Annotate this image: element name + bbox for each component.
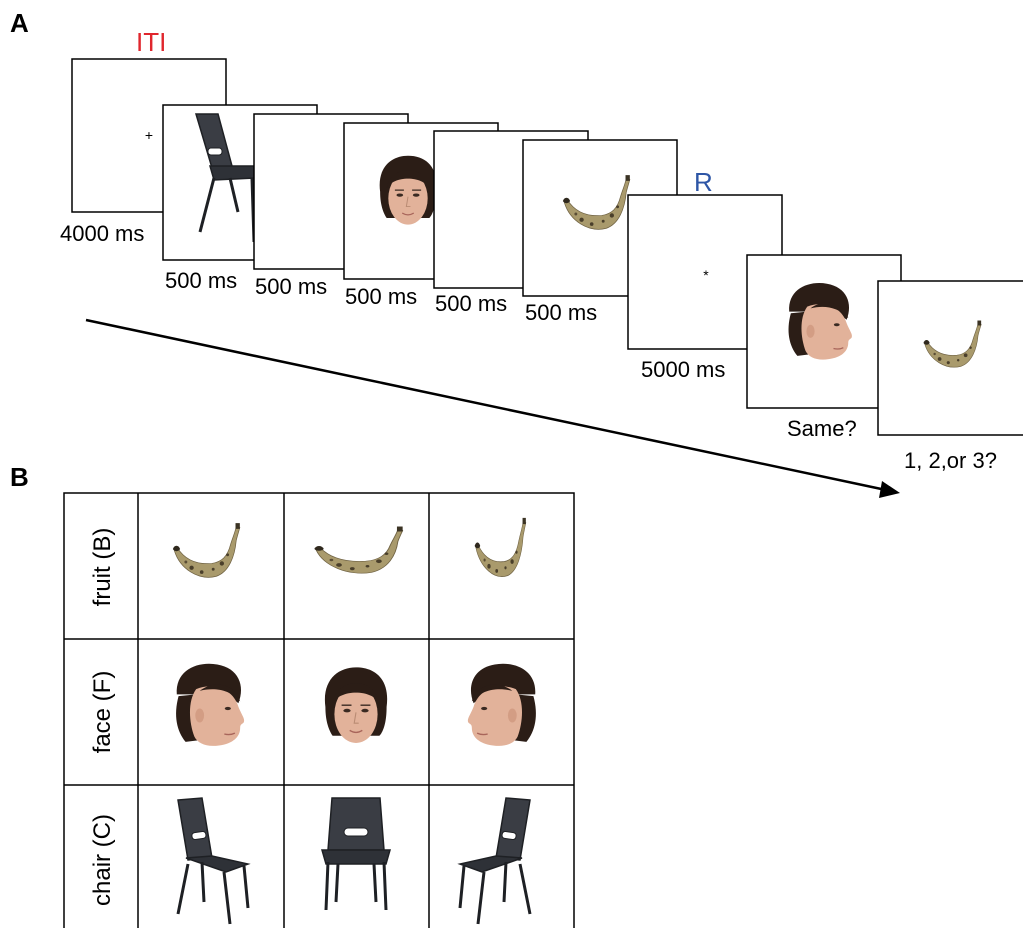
duration-label: 500 ms (165, 268, 237, 293)
face-icon (468, 664, 536, 746)
row-label-face: face (F) (89, 671, 116, 754)
face-icon (324, 666, 388, 744)
duration-label: 500 ms (345, 284, 417, 309)
frame-face-profile (746, 254, 902, 409)
panel-a-label: A (10, 8, 29, 38)
chair-icon (194, 113, 257, 243)
panel-b-label: B (10, 462, 29, 492)
duration-label: 500 ms (255, 274, 327, 299)
same-question: Same? (787, 416, 857, 441)
response-label: R (694, 167, 713, 197)
row-label-fruit: fruit (B) (89, 528, 116, 607)
face-icon (175, 663, 245, 747)
row-label-chair: chair (C) (89, 814, 116, 906)
duration-label: 5000 ms (641, 357, 725, 382)
time-arrow (85, 318, 900, 498)
duration-label: 4000 ms (60, 221, 144, 246)
response-asterisk: * (703, 267, 709, 283)
choice-question: 1, 2,or 3? (904, 448, 997, 473)
iti-label: ITI (136, 27, 166, 57)
frame-banana-choice (877, 280, 1023, 436)
face-icon (379, 155, 438, 226)
duration-label: 500 ms (435, 291, 507, 316)
face-icon (787, 282, 853, 361)
fixation-cross: + (145, 127, 153, 143)
duration-label: 500 ms (525, 300, 597, 325)
